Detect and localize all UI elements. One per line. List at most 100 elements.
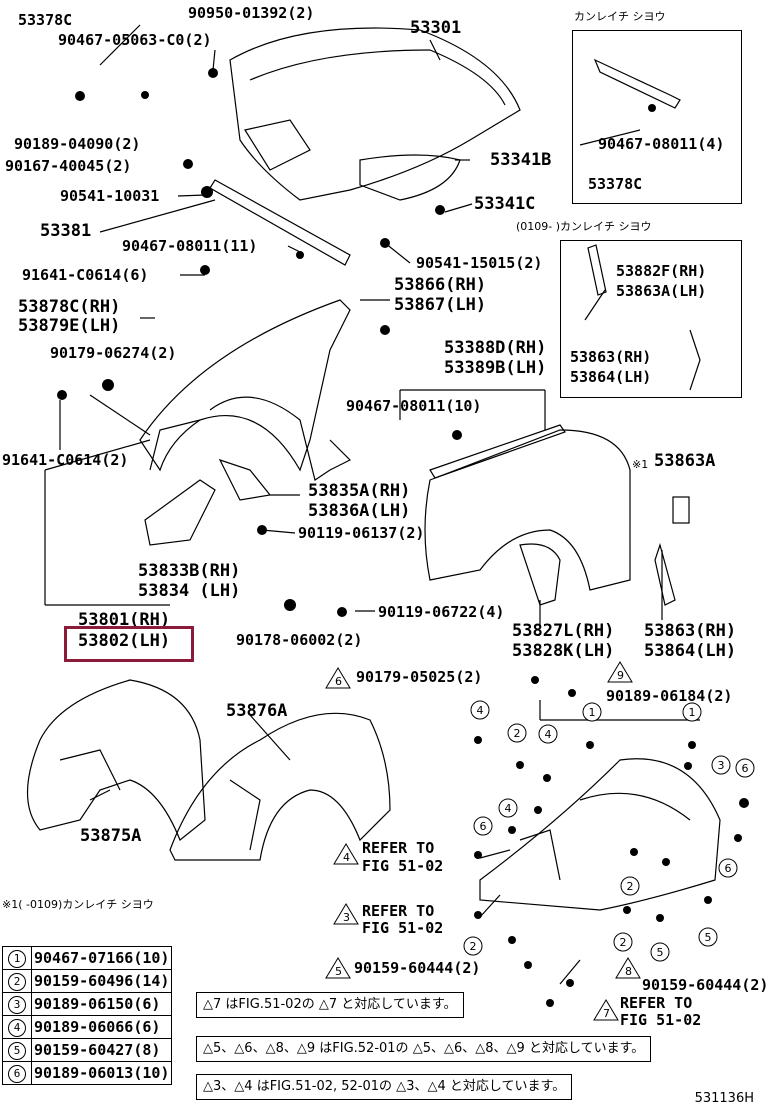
- part-53389b: 53389B(LH): [444, 358, 547, 378]
- inset-1-part-label: 53378C: [588, 175, 643, 193]
- part-90541-15015: 90541-15015(2): [416, 254, 543, 272]
- triangle-3-label: 3: [343, 911, 350, 924]
- part-53863: 53863(RH): [644, 621, 737, 641]
- fender-liner-front: [26, 679, 206, 841]
- svg-text:5: 5: [657, 946, 664, 959]
- refer-a-line2: FIG 51-02: [362, 857, 444, 875]
- diagram-code: 531136H: [694, 1091, 754, 1106]
- legend-part: 90159-60427(8): [30, 1038, 173, 1062]
- svg-text:5: 5: [705, 931, 712, 944]
- legend-num: 1: [8, 950, 26, 968]
- part-53836a: 53836A(LH): [308, 501, 411, 521]
- note-2-h: 9: [516, 1041, 525, 1056]
- inset-2-label-3: 53863(RH): [570, 348, 652, 366]
- legend-num: 5: [8, 1042, 26, 1060]
- part-90167-40045: 90167-40045(2): [5, 157, 132, 175]
- svg-text:6: 6: [480, 820, 487, 833]
- part-53866: 53866(RH): [394, 275, 487, 295]
- refer-a-line1: REFER TO: [362, 839, 435, 857]
- svg-text:1: 1: [589, 706, 596, 719]
- note-3-d: 4: [437, 1079, 446, 1094]
- part-53341b: 53341B: [490, 150, 552, 170]
- part-90119-06137: 90119-06137(2): [298, 524, 425, 542]
- note-3: △3、△4 はFIG.51-02, 52-01の △3、△4 と対応しています。: [196, 1074, 573, 1100]
- note-2-tail: と対応しています。: [528, 1041, 645, 1056]
- inset-1-title: カンレイチ シヨウ: [574, 10, 666, 23]
- fender-bracket: [144, 479, 216, 546]
- hood-outline: [229, 27, 521, 201]
- part-90189-04090: 90189-04090(2): [14, 135, 141, 153]
- part-53878c: 53878C(RH): [18, 297, 121, 317]
- part-53378c: 53378C: [18, 11, 73, 29]
- note-2-d: 9: [306, 1041, 316, 1056]
- note-3-c: 3: [406, 1079, 415, 1094]
- part-53834: 53834 (LH): [138, 581, 241, 601]
- legend-num: 3: [8, 996, 26, 1014]
- legend-part: 90189-06013(10): [30, 1061, 173, 1085]
- legend-part: 90189-06150(6): [30, 992, 173, 1016]
- part-53802: 53802(LH): [78, 631, 171, 651]
- note-1-num: 7: [213, 997, 222, 1012]
- part-53381: 53381: [40, 221, 92, 241]
- svg-text:4: 4: [545, 728, 552, 741]
- legend-num: 6: [8, 1065, 26, 1083]
- note-2-g: 8: [485, 1041, 494, 1056]
- refer-b-line1: REFER TO: [362, 902, 435, 920]
- part-90467-05063: 90467-05063-C0(2): [58, 31, 212, 49]
- refer-c-line2: FIG 51-02: [620, 1011, 702, 1029]
- inset-2-title: (0109- )カンレイチ シヨウ: [516, 220, 652, 233]
- note-1-text-a: はFIG.51-02の: [225, 997, 315, 1012]
- part-53828k: 53828K(LH): [512, 641, 615, 661]
- part-53863a: 53863A: [654, 451, 716, 471]
- note-3-text: はFIG.51-02, 52-01の: [256, 1079, 393, 1094]
- note-2-e: 5: [422, 1041, 431, 1056]
- refer-b-line2: FIG 51-02: [362, 919, 444, 937]
- inner-liner-assy: [479, 758, 721, 911]
- note-3-b: 4: [244, 1079, 253, 1094]
- triangle-9-label: 9: [617, 669, 624, 682]
- part-90189-06184: 90189-06184(2): [606, 687, 733, 705]
- part-53341c: 53341C: [474, 194, 536, 214]
- svg-text:6: 6: [742, 762, 749, 775]
- triangle-7-label: 7: [603, 1007, 610, 1020]
- svg-text:2: 2: [514, 727, 521, 740]
- svg-text:2: 2: [620, 936, 627, 949]
- legend-num: 2: [8, 973, 26, 991]
- svg-text:4: 4: [477, 704, 484, 717]
- note-1-text-b: と対応しています。: [341, 997, 457, 1012]
- inset-1-bolt-label: 90467-08011(4): [598, 135, 725, 153]
- part-53301: 53301: [410, 18, 462, 38]
- note-1-num2: 7: [328, 997, 338, 1012]
- svg-text:6: 6: [725, 862, 732, 875]
- part-90159-60444-b: 90159-60444(2): [642, 976, 768, 994]
- fender-moulding: [429, 424, 566, 479]
- note-3-a: 3: [213, 1079, 222, 1094]
- triangle-5-label: 5: [335, 965, 342, 978]
- part-53875a: 53875A: [80, 826, 142, 846]
- inset-cold-area-1: [572, 30, 742, 204]
- svg-text:2: 2: [470, 940, 477, 953]
- inset-2-label-2: 53863A(LH): [616, 282, 707, 300]
- inset-2-label-4: 53864(LH): [570, 368, 652, 386]
- part-53827l: 53827L(RH): [512, 621, 615, 641]
- part-53864: 53864(LH): [644, 641, 737, 661]
- legend-part: 90189-06066(6): [30, 1015, 173, 1039]
- triangle-4-label: 4: [343, 851, 350, 864]
- note-2-f: 6: [453, 1041, 463, 1056]
- note-1: △7 はFIG.51-02の △7 と対応しています。: [196, 992, 464, 1018]
- svg-text:1: 1: [689, 706, 696, 719]
- part-90119-06722: 90119-06722(4): [378, 603, 505, 621]
- note-2-text: はFIG.52-01の: [319, 1041, 409, 1056]
- note-2-c: 8: [275, 1041, 284, 1056]
- part-90467-08011-11: 90467-08011(11): [122, 237, 258, 255]
- star-mark: ※1: [632, 458, 649, 471]
- part-90178-06002: 90178-06002(2): [236, 631, 363, 649]
- part-91641-c0614-2: 91641-C0614(2): [2, 451, 129, 469]
- note-2: △5、△6、△8、△9 はFIG.52-01の △5、△6、△8、△9 と対応し…: [196, 1036, 652, 1062]
